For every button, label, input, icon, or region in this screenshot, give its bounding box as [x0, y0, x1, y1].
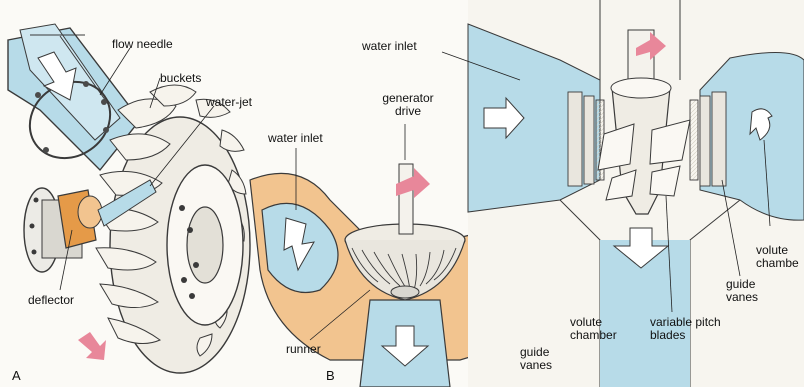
generator-drive-line-2: drive — [395, 104, 421, 118]
volute-chamber-c-line-1: volute — [756, 243, 788, 257]
variable-pitch-line-2: blades — [650, 328, 685, 342]
guide-vanes-label-c: guide vanes — [726, 278, 758, 304]
deflector-assembly — [24, 188, 102, 272]
buckets-label: buckets — [160, 72, 201, 85]
variable-pitch-blades-label: variable pitch blades — [650, 316, 721, 342]
guide-vanes-b-line-2: vanes — [520, 358, 552, 372]
generator-shaft — [399, 164, 413, 234]
guide-vanes-c-line-1: guide — [726, 277, 755, 291]
generator-drive-label: generator drive — [380, 92, 436, 118]
volute-chamber-b-line-1: volute — [570, 315, 602, 329]
volute-chamber-c-line-2: chambe — [756, 256, 799, 270]
guide-vanes-b-line-1: guide — [520, 345, 549, 359]
panel-a-label: A — [12, 369, 21, 382]
flow-needle-label: flow needle — [112, 38, 173, 51]
water-inlet-label-top: water inlet — [362, 40, 417, 53]
volute-chamber-label-b: volute chamber — [570, 316, 617, 342]
water-inlet-label-b: water inlet — [268, 132, 323, 145]
pelton-wheel-panel — [8, 24, 250, 373]
panel-b-label: B — [326, 369, 335, 382]
runner-label: runner — [286, 343, 321, 356]
deflector-label: deflector — [28, 294, 74, 307]
guide-vanes-label-b: guide vanes — [520, 346, 552, 372]
volute-chamber-b-line-2: chamber — [570, 328, 617, 342]
guide-vanes-c-line-2: vanes — [726, 290, 758, 304]
generator-drive-line-1: generator — [382, 91, 433, 105]
volute-chamber-label-c: volute chambe — [756, 244, 799, 270]
kaplan-turbine-panel — [442, 0, 804, 387]
variable-pitch-line-1: variable pitch — [650, 315, 721, 329]
outflow-arrow-icon — [78, 332, 106, 360]
water-jet-label: water-jet — [206, 96, 252, 109]
